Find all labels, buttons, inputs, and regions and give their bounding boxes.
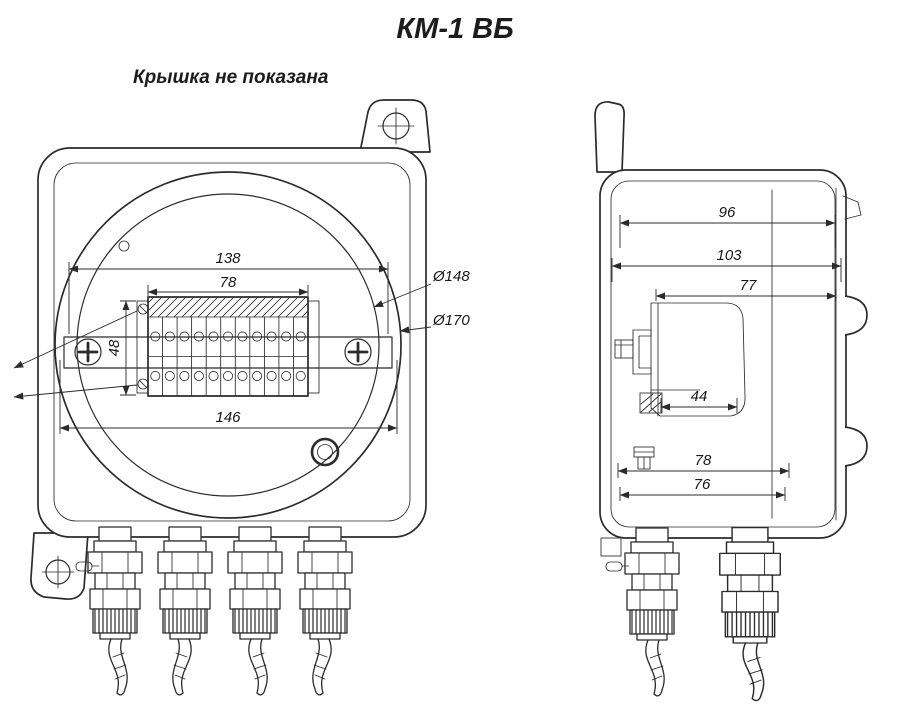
terminal-block [136,296,320,397]
terminal-block-section [614,302,746,470]
side-cable-glands [605,526,781,702]
front-cable-glands [75,526,353,696]
ground-boss [310,437,340,467]
front-view: 138 78 48 146 Ø148 Ø170 [13,99,470,696]
enclosure-body-side [599,169,847,539]
mounting-ear-top-right [359,99,431,153]
dim-77: 77 [740,277,757,294]
cable-gland-3 [227,526,283,696]
cable-gland-side-1 [624,527,680,697]
dim-146: 146 [215,409,241,426]
cover-note: Крышка не показана [133,67,329,88]
dim-96: 96 [719,204,736,221]
dim-78: 78 [220,274,237,291]
cover-seat-outer-circle [54,171,402,519]
side-dimensions: 96 103 77 44 78 76 [611,204,842,501]
hinge-bump-lower [844,426,868,467]
rail-hatch-detail [639,392,663,414]
seal-clip-side [605,561,630,572]
din-rail [63,336,393,369]
leader-lines [13,310,138,400]
small-hole [118,240,130,252]
mounting-ear-bottom-left [30,532,89,600]
dim-dia-170: Ø170 [432,312,470,329]
cable-gland-4 [297,526,353,696]
seal-clip-front [75,561,100,572]
side-inner-contour [610,180,836,528]
bottom-step [600,537,622,557]
dim-78-side: 78 [695,452,712,469]
front-dimensions: 138 78 48 146 Ø148 Ø170 [59,250,470,434]
clamp-screw-lower [137,378,149,390]
mounting-tab-side [594,101,625,173]
dim-76: 76 [694,476,711,493]
hinge-bump-upper [844,295,868,336]
dim-48: 48 [106,339,123,356]
rail-screw-right [344,338,372,366]
side-view: 96 103 77 44 78 76 [594,101,868,702]
enclosure-inner-contour [53,162,411,522]
dim-138: 138 [215,250,241,267]
cable-gland-2 [157,526,213,696]
cable-gland-side-2 [719,526,781,702]
dim-103: 103 [716,247,742,264]
dim-44: 44 [691,388,708,405]
clamp-screw-upper [137,303,149,315]
drawing-title: КМ-1 ВБ [396,13,513,45]
cover-joint-lines [771,187,837,521]
corner-step [842,195,862,220]
dim-dia-148: Ø148 [432,268,470,285]
rail-screw-left [74,338,102,366]
cable-gland-1 [87,526,143,696]
